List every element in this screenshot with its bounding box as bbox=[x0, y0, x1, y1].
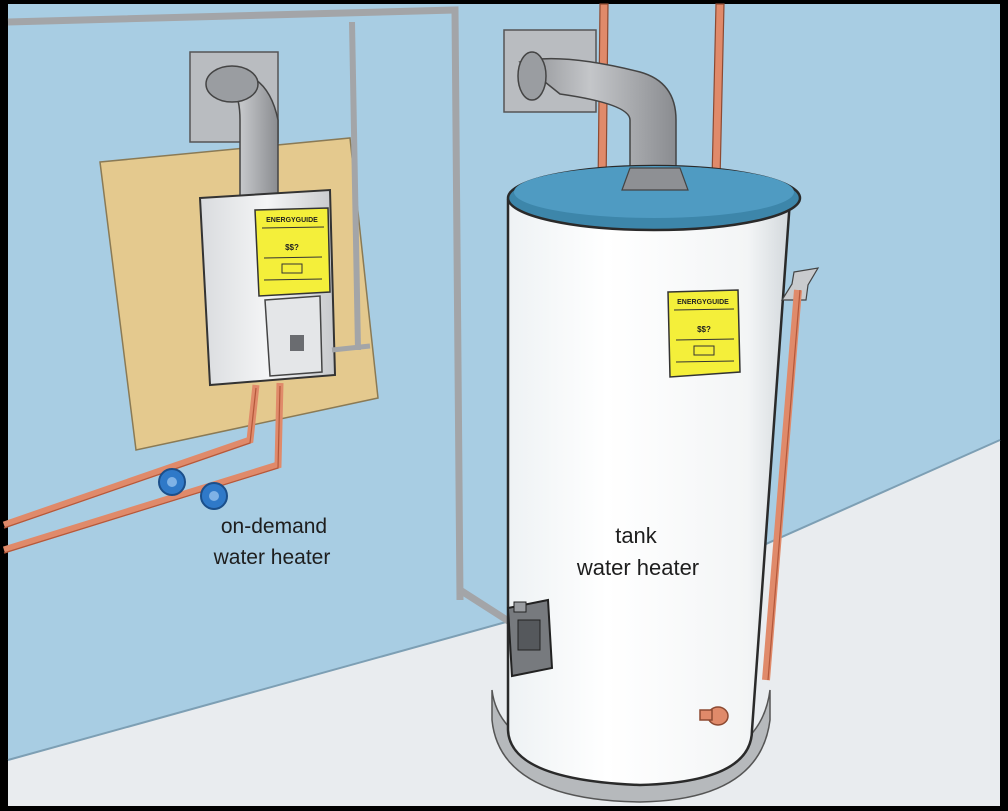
on-demand-label-line2: water heater bbox=[213, 546, 331, 569]
tank-body bbox=[506, 198, 792, 787]
tank-label-line2: water heater bbox=[576, 555, 699, 580]
on-demand-water-heater: ENERGYGUIDE $$? bbox=[2, 51, 379, 554]
energy-guide-value-tank: $$? bbox=[697, 325, 711, 334]
tank-water-heater: ENERGYGUIDE $$? bbox=[491, 3, 820, 803]
on-demand-label-line1: on-demand bbox=[221, 515, 327, 538]
control-display bbox=[290, 335, 304, 351]
energy-guide-label-large: ENERGYGUIDE $$? bbox=[667, 289, 741, 378]
energy-guide-title: ENERGYGUIDE bbox=[266, 217, 318, 224]
gas-line-stub bbox=[331, 343, 371, 353]
tank-label-line1: tank bbox=[615, 523, 658, 548]
shutoff-valve-icon bbox=[200, 482, 228, 510]
gas-connector bbox=[458, 587, 512, 625]
gas-supply-pipe bbox=[7, 6, 464, 601]
energy-guide-value: $$? bbox=[285, 243, 299, 252]
draft-hood bbox=[621, 167, 689, 191]
relief-valve bbox=[780, 267, 820, 301]
gas-branch-pipe bbox=[349, 21, 361, 351]
drain-valve-icon bbox=[699, 706, 729, 726]
energy-guide-title-tank: ENERGYGUIDE bbox=[677, 299, 729, 306]
energy-guide-label-small: ENERGYGUIDE $$? bbox=[254, 207, 331, 297]
tank-vent-pipe bbox=[518, 57, 677, 187]
gas-control-valve-icon bbox=[506, 598, 554, 678]
relief-discharge-pipe bbox=[762, 289, 802, 681]
shutoff-valve-icon bbox=[158, 468, 186, 496]
